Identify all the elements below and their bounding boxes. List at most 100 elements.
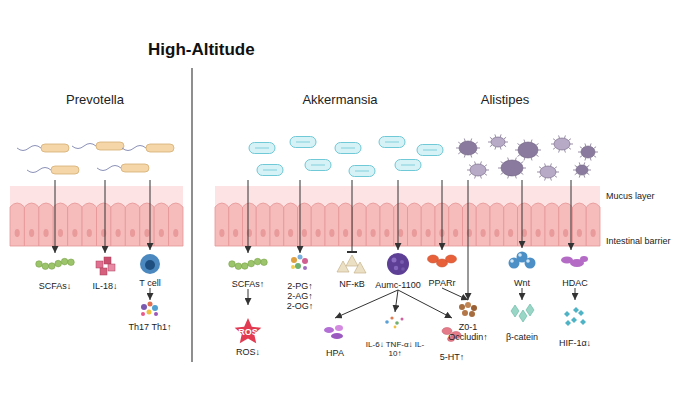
cell-nucleus <box>577 229 582 237</box>
divider-line <box>191 68 192 362</box>
cell-spike <box>550 163 552 166</box>
epithelial-cell <box>408 203 422 246</box>
cell-spike <box>498 168 501 169</box>
epithelial-cell <box>10 203 24 246</box>
arrow-connector <box>352 180 353 253</box>
cell-nucleus <box>591 229 596 237</box>
epithelial-cell <box>449 203 463 246</box>
molecule-dot <box>465 302 471 308</box>
cell-spike <box>564 150 566 153</box>
cell-marking <box>355 170 369 172</box>
axis-node: HPA <box>315 318 355 358</box>
cell-nucleus <box>563 229 568 237</box>
molecule-dot <box>392 258 397 263</box>
cell-nucleus <box>159 229 164 237</box>
cell-spike <box>575 165 577 167</box>
scfa-bead <box>49 263 56 270</box>
cell-nucleus <box>439 229 444 237</box>
molecule-dot <box>390 316 393 319</box>
cell-spike <box>554 167 556 169</box>
cell-spike <box>579 162 581 165</box>
cell-spike <box>515 176 517 179</box>
metabolite-node: SCFAs↓ <box>30 253 80 291</box>
il18-cube <box>96 261 103 268</box>
cell-spike <box>521 173 523 175</box>
cell-nucleus <box>343 229 348 237</box>
cell-nucleus <box>481 229 486 237</box>
node-label: NF-κB <box>339 279 365 289</box>
cell-spike <box>587 173 589 175</box>
cell-nucleus <box>219 229 224 237</box>
scfa-bead <box>36 261 43 268</box>
node-label: PPARr <box>429 278 456 288</box>
cell-marking <box>401 164 415 166</box>
cell-marking <box>341 147 355 149</box>
epithelial-cell <box>229 203 243 246</box>
cell-node: T cell <box>128 250 172 288</box>
metabolite-node: SCFAs↑ <box>223 253 273 289</box>
epithelial-cell <box>463 203 477 246</box>
cell-marking <box>255 147 269 149</box>
beta-catenin-diamond <box>511 305 519 317</box>
alistipes-cell <box>467 161 489 178</box>
cell-nucleus <box>412 229 417 237</box>
cell-spike <box>579 175 581 178</box>
cell-spike <box>523 168 526 169</box>
cell-nucleus <box>101 229 106 237</box>
bacteria-group: Alistipes <box>435 92 575 180</box>
arrow-connector <box>468 180 469 300</box>
epithelial-cell <box>284 203 298 246</box>
molecule-dot <box>385 320 389 324</box>
node-label: ROS <box>238 327 258 337</box>
cell-body <box>501 160 523 176</box>
molecule-dot <box>394 266 398 270</box>
epithelial-cell <box>366 203 380 246</box>
arrow-connector <box>150 288 151 300</box>
hdac-blob <box>580 256 588 262</box>
arrow-connector <box>55 180 56 253</box>
cell-nucleus <box>426 229 431 237</box>
epithelial-cell <box>504 203 518 246</box>
hif-crystal <box>564 311 570 317</box>
epithelial-cell <box>586 203 600 246</box>
t-cell-body <box>140 254 160 274</box>
arrow-connector <box>575 288 576 300</box>
cell-body <box>576 165 588 175</box>
cell-spike <box>588 170 591 171</box>
cell-spike <box>501 173 503 175</box>
sphere-highlight <box>518 253 522 257</box>
molecule-dot <box>147 310 152 315</box>
arrow-connector <box>398 180 399 250</box>
molecule-dot <box>459 304 465 310</box>
akkermansia-cell <box>395 160 421 171</box>
arrow-connector <box>571 180 572 250</box>
epithelial-cell <box>97 203 111 246</box>
node-label: 5-HT↑ <box>440 352 465 362</box>
alistipes-cell <box>578 143 598 160</box>
cell-spike <box>580 156 582 158</box>
cell-spike <box>544 163 546 166</box>
metabolite-node: 2-PG↑ 2-AG↑ 2-OG↑ <box>278 253 322 311</box>
t-cell-nucleus <box>145 260 155 270</box>
prevotella-rod <box>121 164 149 172</box>
molecule-dot <box>401 318 404 321</box>
epithelial-cell <box>573 203 587 246</box>
cell-spike <box>568 139 570 141</box>
epithelial-cell <box>270 203 284 246</box>
cell-body <box>540 166 556 178</box>
cell-nucleus <box>357 229 362 237</box>
epithelial-cell <box>559 203 573 246</box>
scfa-bead <box>61 258 68 265</box>
epithelial-cell <box>140 203 154 246</box>
cell-spike <box>504 137 506 139</box>
cell-nucleus <box>522 229 527 237</box>
cell-nucleus <box>288 229 293 237</box>
cell-spike <box>594 147 596 149</box>
cell-nucleus <box>29 229 34 237</box>
molecule-dot <box>291 265 295 269</box>
cell-spike <box>553 148 555 150</box>
cell-nucleus <box>329 229 334 237</box>
molecule-dot <box>395 321 399 325</box>
cell-spike <box>595 152 598 153</box>
cell-spike <box>556 172 559 173</box>
